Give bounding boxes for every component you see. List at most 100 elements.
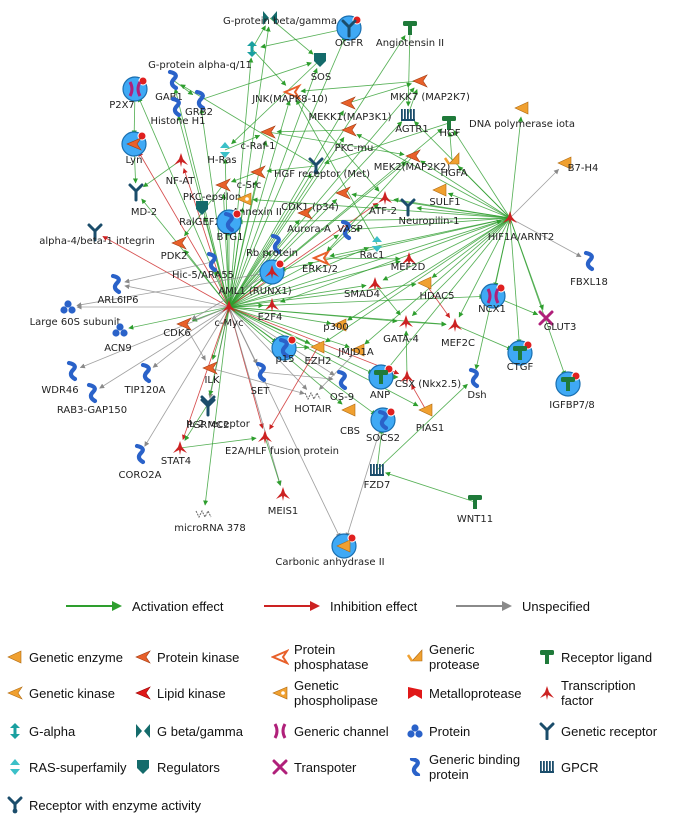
node-hras[interactable]: H-Ras xyxy=(207,142,237,166)
edge-cmyc-p2x7 xyxy=(138,96,230,308)
node-mekk1[interactable]: MEKK1(MAP3K1) xyxy=(308,96,392,123)
node-craf[interactable]: c-Raf-1 xyxy=(241,125,276,152)
node-anp[interactable]: ANP xyxy=(368,364,394,401)
node-nfat[interactable]: NF-AT xyxy=(166,153,196,187)
node-hgfr[interactable]: HGF receptor (Met) xyxy=(274,157,370,180)
node-pias1[interactable]: PIAS1 xyxy=(416,403,445,434)
node-igfbp[interactable]: IGFBP7/8 xyxy=(549,371,595,411)
node-gbg[interactable]: G-protein beta/gamma xyxy=(223,11,337,27)
node-pdk2[interactable]: PDK2 xyxy=(161,236,188,262)
node-cdk1[interactable]: CDK1 (p34) xyxy=(281,186,351,213)
protein-phosphatase-icon xyxy=(271,649,289,665)
node-ogfr[interactable]: OGFR xyxy=(335,15,363,49)
node-aurora[interactable]: Aurora-A xyxy=(287,206,331,235)
node-jnk[interactable]: JNK(MAPK8-10) xyxy=(251,83,328,105)
node-socs2[interactable]: SOCS2 xyxy=(366,407,400,444)
node-hotair[interactable]: HOTAIR xyxy=(294,391,332,415)
node-neuropilin[interactable]: Neuropilin-1 xyxy=(399,198,460,227)
node-rbprot[interactable]: Rb protein xyxy=(246,233,298,259)
node-p300[interactable]: p300 xyxy=(323,318,349,333)
transcription-factor-icon xyxy=(378,191,392,205)
node-tip120a[interactable]: TIP120A xyxy=(123,362,166,396)
node-label: MEK2(MAP2K2) xyxy=(374,162,451,173)
node-erk12[interactable]: ERK1/2 xyxy=(302,249,338,275)
node-sulf1[interactable]: SULF1 xyxy=(429,183,461,208)
protein-icon xyxy=(60,300,76,314)
node-wnt11[interactable]: WNT11 xyxy=(457,495,493,525)
node-csx[interactable]: CSX (Nkx2.5) xyxy=(395,370,461,390)
node-rac1[interactable]: Rac1 xyxy=(360,236,385,261)
node-arl6ip6[interactable]: ARL6IP6 xyxy=(97,273,139,306)
node-ctgf[interactable]: CTGF xyxy=(507,340,534,373)
node-grb2[interactable]: GRB2 xyxy=(185,89,213,118)
node-p15[interactable]: p15 xyxy=(271,335,297,365)
node-smad4[interactable]: SMAD4 xyxy=(344,277,382,300)
edge-set-os9 xyxy=(260,371,334,382)
inhibition-arrow-icon xyxy=(264,601,320,611)
node-atf2[interactable]: ATF-2 xyxy=(369,191,397,217)
node-il2r[interactable]: IL-2 receptor xyxy=(186,395,251,430)
node-pkcmu[interactable]: PKC-mu xyxy=(335,123,374,154)
transcription-factor-icon xyxy=(540,686,554,700)
node-mef2d[interactable]: MEF2D xyxy=(391,252,426,273)
node-mef2c[interactable]: MEF2C xyxy=(441,318,475,349)
node-coro2a[interactable]: CORO2A xyxy=(119,443,162,481)
edge-hif1a-agtr1 xyxy=(413,121,511,219)
node-aml1[interactable]: AML1 (RUNX1) xyxy=(218,259,292,297)
node-gaq[interactable]: G-protein alpha-q/11 xyxy=(148,41,257,71)
node-hgfa[interactable]: HGFA xyxy=(441,152,468,179)
node-pkceps[interactable]: PKC-epsilon xyxy=(183,178,241,203)
node-set[interactable]: SET xyxy=(251,361,271,397)
node-gab1[interactable]: GAB1 xyxy=(155,69,183,103)
node-e2a[interactable]: E2A/HLF fusion protein xyxy=(225,430,339,457)
node-vasp[interactable]: VASP xyxy=(337,219,363,241)
node-mkk7[interactable]: MKK7 (MAP2K7) xyxy=(390,74,470,103)
node-agtr1[interactable]: AGTR1 xyxy=(395,109,429,135)
node-cbs[interactable]: CBS xyxy=(340,403,360,437)
node-os9[interactable]: OS-9 xyxy=(330,369,354,403)
node-fbxl18[interactable]: FBXL18 xyxy=(570,250,608,288)
node-histone[interactable]: Histone H1 xyxy=(150,96,206,127)
node-lyn[interactable]: Lyn xyxy=(121,131,147,166)
node-hif1a[interactable]: HIF1A/ARNT2 xyxy=(488,211,555,243)
node-alpha4[interactable]: alpha-4/beta-1 integrin xyxy=(39,223,155,247)
node-ang2[interactable]: Angiotensin II xyxy=(376,21,444,49)
node-rab3[interactable]: RAB3-GAP150 xyxy=(57,382,127,416)
node-cdk6[interactable]: CDK6 xyxy=(163,317,192,339)
node-annexin[interactable]: Annexin II xyxy=(232,192,282,218)
node-ezh2[interactable]: EZH2 xyxy=(304,340,332,367)
node-hdac5[interactable]: HDAC5 xyxy=(417,276,455,302)
node-btg1[interactable]: BTG1 xyxy=(216,209,244,243)
node-ilk[interactable]: ILK xyxy=(202,361,220,386)
legend-label: RAS-superfamily xyxy=(29,759,127,775)
node-mek2[interactable]: MEK2(MAP2K2) xyxy=(374,149,451,173)
node-jmjd1a[interactable]: JMJD1A xyxy=(337,343,374,358)
node-e2f4[interactable]: E2F4 xyxy=(258,298,283,323)
node-label: p15 xyxy=(275,354,294,365)
node-ncx1[interactable]: NCX1 xyxy=(478,283,506,315)
node-hgf[interactable]: HGF xyxy=(439,116,461,139)
node-dnapol[interactable]: DNA polymerase iota xyxy=(469,101,575,130)
node-gata4[interactable]: GATA-4 xyxy=(383,315,419,345)
node-sos[interactable]: SOS xyxy=(311,53,332,83)
edge-hif1a-aml1 xyxy=(280,217,511,272)
node-ralgef[interactable]: RalGEF2 xyxy=(179,201,221,228)
node-meis1[interactable]: MEIS1 xyxy=(268,487,299,517)
node-fzd7[interactable]: FZD7 xyxy=(364,464,391,491)
node-glut3[interactable]: GLUT3 xyxy=(538,310,576,333)
node-md2[interactable]: MD-2 xyxy=(128,183,157,218)
node-cmyc[interactable]: c-Myc xyxy=(214,300,244,329)
node-b7h4[interactable]: B7-H4 xyxy=(557,156,598,174)
node-dsh[interactable]: Dsh xyxy=(467,367,487,401)
node-label: CDK1 (p34) xyxy=(281,202,339,213)
node-acn9[interactable]: ACN9 xyxy=(104,323,132,354)
node-p2x7[interactable]: P2X7 xyxy=(109,76,148,111)
node-csrc[interactable]: c-Src xyxy=(237,165,266,191)
node-hic5[interactable]: Hic-5/ARA55 xyxy=(172,251,234,281)
edge-hgfr-csrc xyxy=(266,165,317,174)
node-wdr46[interactable]: WDR46 xyxy=(41,360,79,396)
node-carbonic[interactable]: Carbonic anhydrase II xyxy=(275,533,385,568)
node-stat4[interactable]: STAT4 xyxy=(161,441,191,467)
node-mir378[interactable]: microRNA 378 xyxy=(174,509,246,534)
node-large60s[interactable]: Large 60S subunit xyxy=(30,300,121,328)
